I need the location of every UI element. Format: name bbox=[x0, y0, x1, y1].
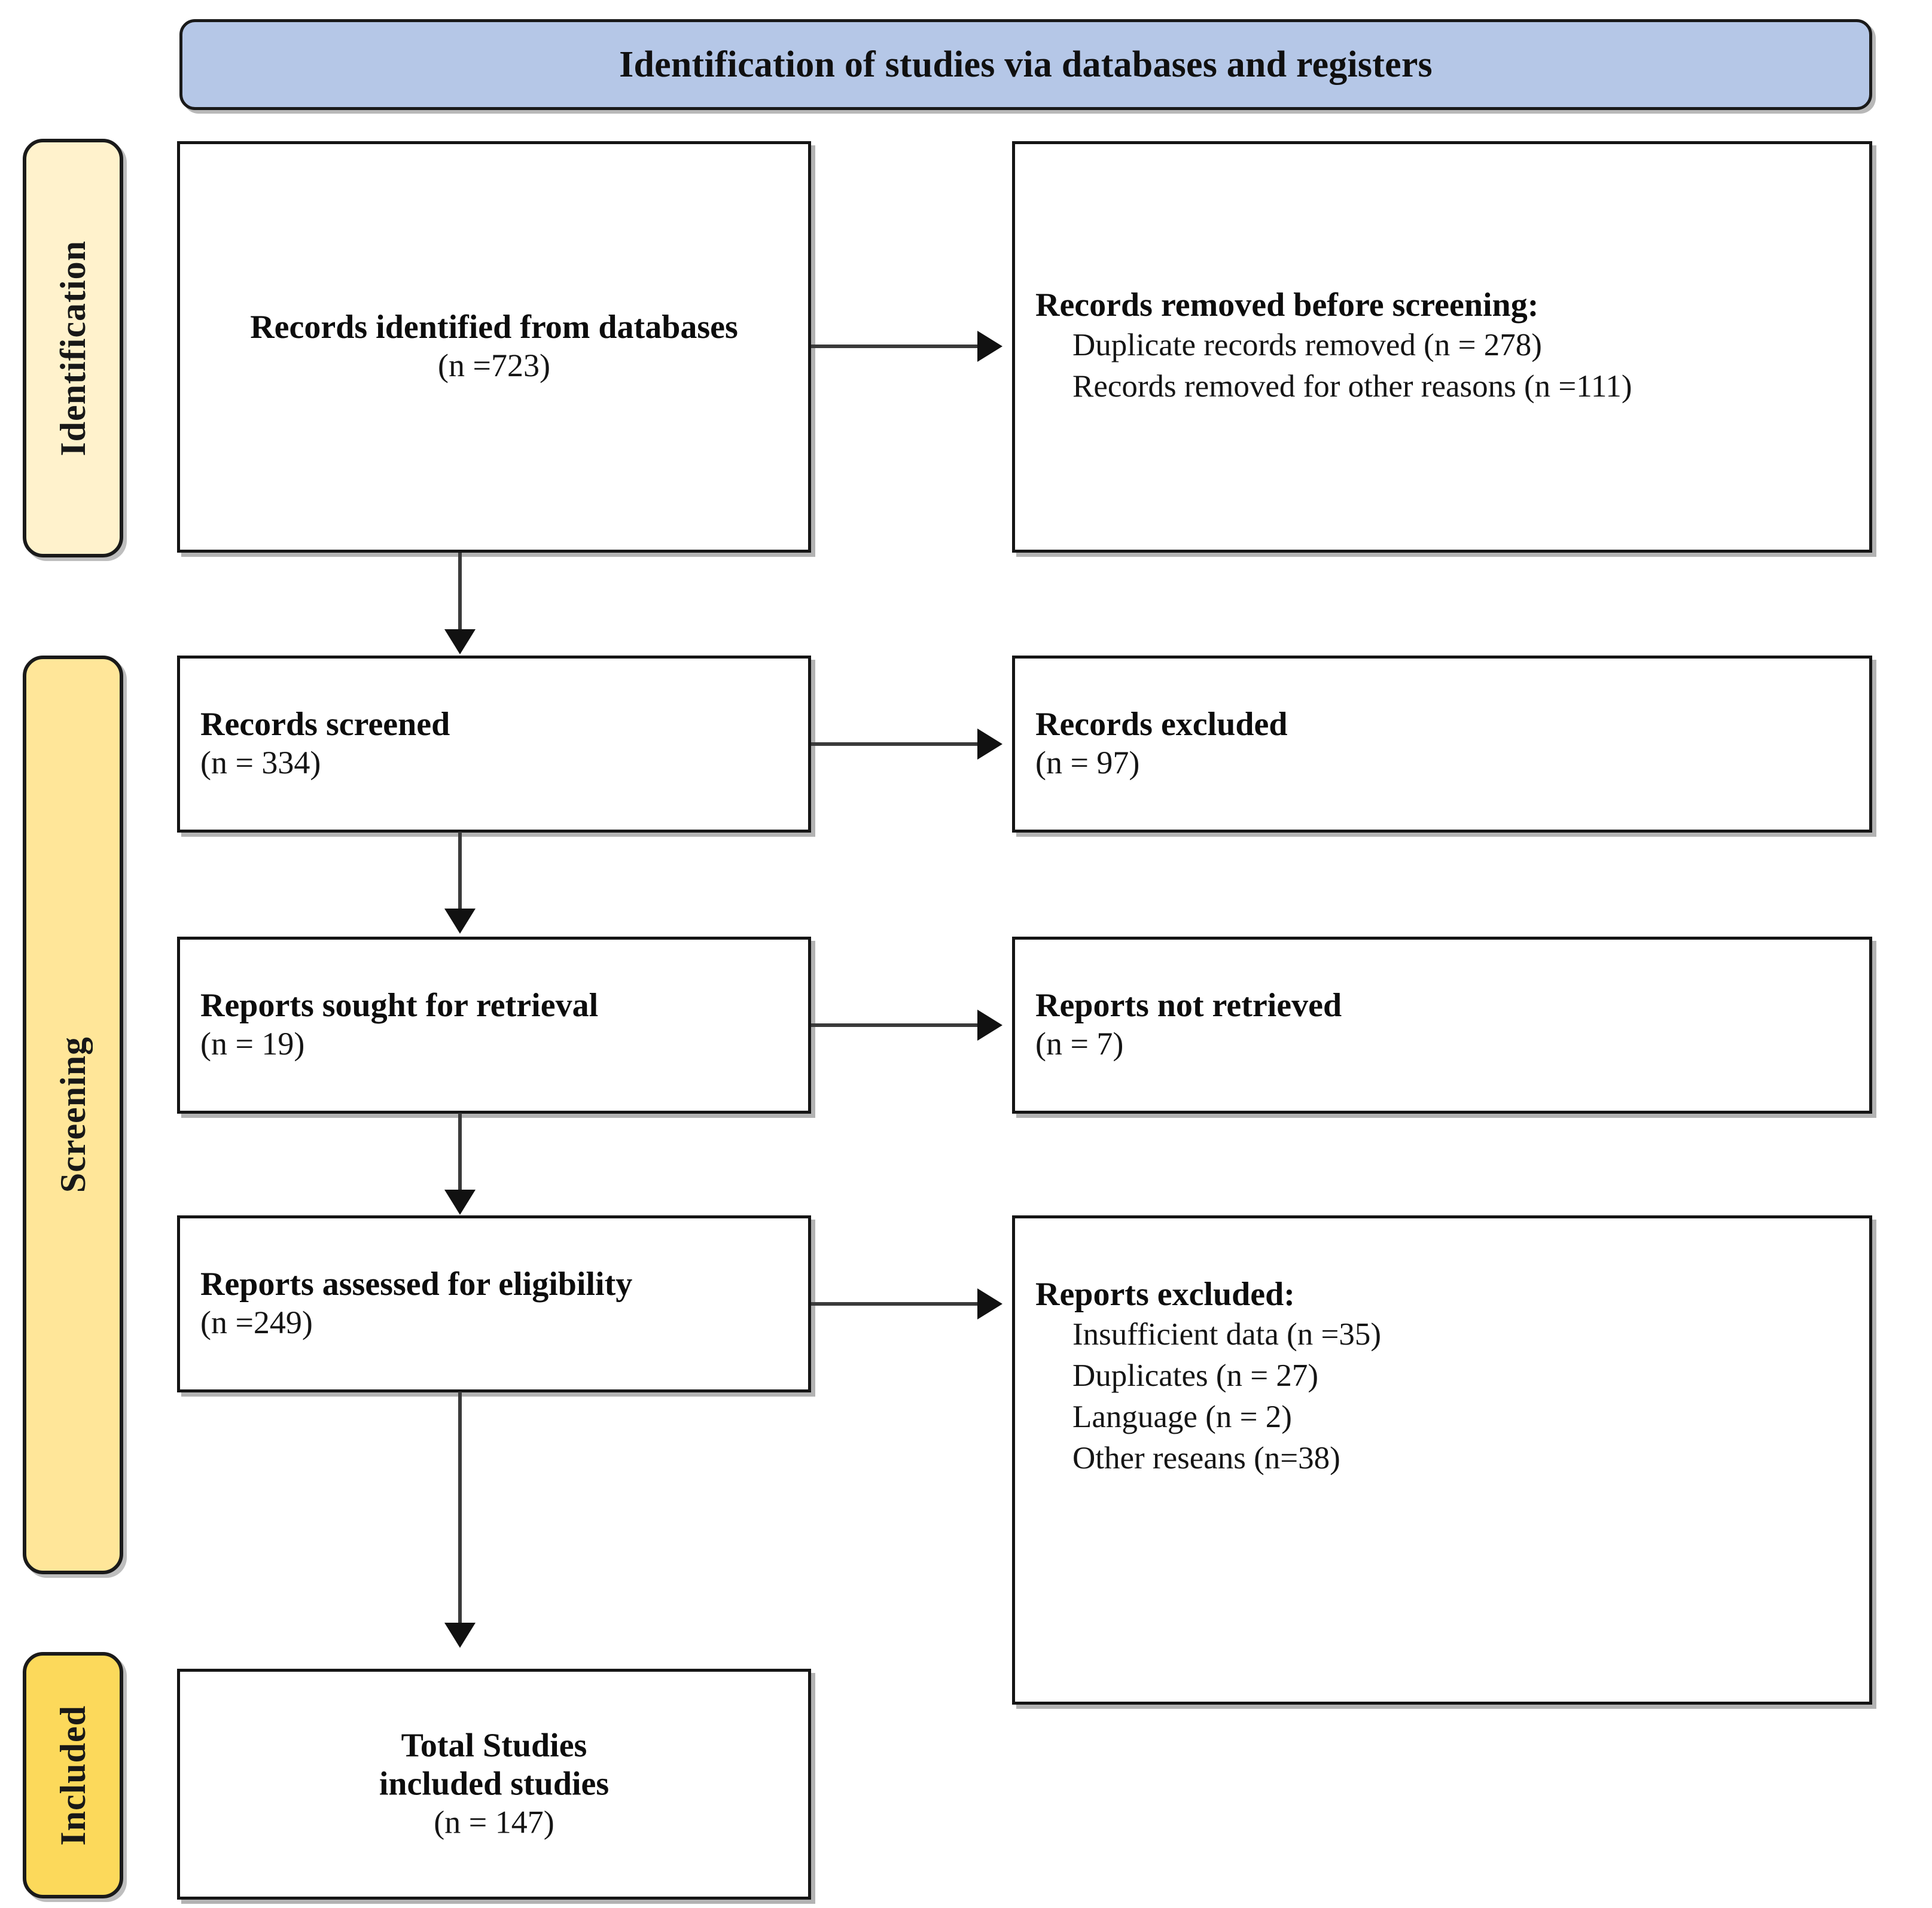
box-records-identified-count: (n =723) bbox=[438, 348, 550, 384]
box-reports-excluded-list: Insufficient data (n =35) Duplicates (n … bbox=[1035, 1314, 1849, 1479]
arrow-screened-to-excluded-line bbox=[811, 742, 977, 746]
arrow-assessed-to-total-head bbox=[444, 1623, 476, 1648]
stage-label-identification-text: Identification bbox=[53, 240, 93, 456]
box-reports-excluded-title: Reports excluded: bbox=[1035, 1276, 1295, 1313]
box-records-excluded: Records excluded (n = 97) bbox=[1012, 656, 1872, 833]
list-item: Duplicates (n = 27) bbox=[1072, 1358, 1319, 1393]
arrow-screened-to-sought-line bbox=[458, 832, 462, 911]
box-records-removed-title: Records removed before screening: bbox=[1035, 286, 1539, 324]
arrow-screened-to-sought-head bbox=[444, 909, 476, 934]
banner-title: Identification of studies via databases … bbox=[619, 44, 1433, 85]
box-records-identified-title: Records identified from databases bbox=[250, 309, 738, 346]
box-total-studies-included: Total Studies included studies (n = 147) bbox=[177, 1669, 811, 1900]
list-item: Insufficient data (n =35) bbox=[1072, 1316, 1382, 1352]
list-item: Language (n = 2) bbox=[1072, 1399, 1292, 1434]
box-records-identified: Records identified from databases (n =72… bbox=[177, 141, 811, 553]
stage-label-identification: Identification bbox=[23, 139, 123, 557]
stage-label-screening-text: Screening bbox=[53, 1037, 93, 1193]
arrow-identified-to-removed-head bbox=[977, 331, 1002, 362]
arrow-assessed-to-excluded-line bbox=[811, 1302, 977, 1306]
list-item: Other reseans (n=38) bbox=[1072, 1440, 1340, 1476]
arrow-sought-to-assessed-head bbox=[444, 1190, 476, 1215]
box-reports-not-retrieved-count: (n = 7) bbox=[1035, 1026, 1124, 1062]
box-reports-excluded: Reports excluded: Insufficient data (n =… bbox=[1012, 1215, 1872, 1705]
box-reports-sought-title: Reports sought for retrieval bbox=[200, 987, 599, 1025]
list-item: Records removed for other reasons (n =11… bbox=[1072, 368, 1632, 404]
arrow-sought-to-notretrieved-head bbox=[977, 1010, 1002, 1041]
list-item: Duplicate records removed (n = 278) bbox=[1072, 328, 1542, 363]
box-records-screened-count: (n = 334) bbox=[200, 745, 321, 781]
box-total-studies-title-line2: included studies bbox=[379, 1765, 610, 1803]
box-reports-sought-count: (n = 19) bbox=[200, 1026, 305, 1062]
box-reports-sought: Reports sought for retrieval (n = 19) bbox=[177, 937, 811, 1114]
box-reports-not-retrieved-title: Reports not retrieved bbox=[1035, 987, 1342, 1025]
stage-label-included-text: Included bbox=[53, 1705, 93, 1846]
box-total-studies-title-line1: Total Studies bbox=[401, 1727, 587, 1764]
box-reports-not-retrieved: Reports not retrieved (n = 7) bbox=[1012, 937, 1872, 1114]
arrow-sought-to-notretrieved-line bbox=[811, 1023, 977, 1027]
arrow-sought-to-assessed-line bbox=[458, 1113, 462, 1192]
box-records-removed: Records removed before screening: Duplic… bbox=[1012, 141, 1872, 553]
box-records-excluded-title: Records excluded bbox=[1035, 706, 1288, 743]
arrow-assessed-to-excluded-head bbox=[977, 1288, 1002, 1319]
arrow-identified-to-screened-line bbox=[458, 553, 462, 632]
box-reports-assessed-count: (n =249) bbox=[200, 1304, 313, 1341]
box-reports-assessed-title: Reports assessed for eligibility bbox=[200, 1266, 633, 1303]
box-records-screened-title: Records screened bbox=[200, 706, 450, 743]
stage-label-included: Included bbox=[23, 1652, 123, 1898]
arrow-assessed-to-total-line bbox=[458, 1392, 462, 1625]
box-records-excluded-count: (n = 97) bbox=[1035, 745, 1140, 781]
box-records-removed-list: Duplicate records removed (n = 278) Reco… bbox=[1035, 325, 1849, 407]
box-total-studies-count: (n = 147) bbox=[434, 1803, 554, 1840]
arrow-screened-to-excluded-head bbox=[977, 729, 1002, 760]
box-records-screened: Records screened (n = 334) bbox=[177, 656, 811, 833]
box-reports-assessed: Reports assessed for eligibility (n =249… bbox=[177, 1215, 811, 1392]
diagram-header-banner: Identification of studies via databases … bbox=[179, 19, 1872, 110]
stage-label-screening: Screening bbox=[23, 656, 123, 1574]
arrow-identified-to-screened-head bbox=[444, 629, 476, 654]
arrow-identified-to-removed-line bbox=[811, 345, 977, 348]
